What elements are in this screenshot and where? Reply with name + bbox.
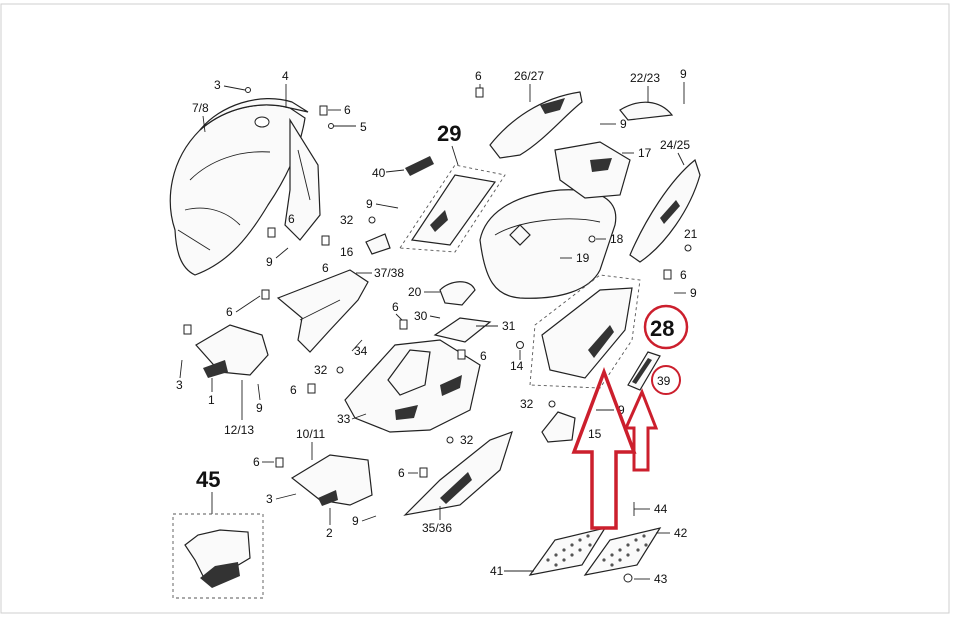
callout-6g: 6 [392, 300, 399, 314]
callout-31: 31 [502, 319, 516, 333]
diagram-border [0, 3, 950, 614]
floor-mat-45-part: 45 [172, 467, 264, 599]
callout-34: 34 [354, 344, 368, 358]
floor-body-part [344, 281, 492, 433]
callout-6j: 6 [253, 455, 260, 469]
callout-6f: 6 [680, 268, 687, 282]
callout-group-rail: 28 39 14 [510, 304, 689, 395]
callout-32d: 32 [460, 433, 474, 447]
callout-group-front: 3 4 7/8 6 5 6 9 6 [192, 69, 367, 275]
callout-17: 17 [638, 146, 652, 160]
callout-15: 15 [588, 427, 602, 441]
callout-6k: 6 [398, 466, 405, 480]
callout-39: 39 [657, 374, 671, 388]
callout-43: 43 [654, 572, 668, 586]
callout-group-floor: 20 6 30 31 34 6 32 6 33 32 [290, 285, 516, 447]
callout-6d: 6 [226, 305, 233, 319]
tail-cover-part [619, 101, 701, 263]
callout-44: 44 [654, 502, 668, 516]
callout-45: 45 [196, 467, 220, 492]
callout-6b: 6 [288, 212, 295, 226]
callout-group-29: 29 40 9 32 16 37/38 [340, 121, 461, 280]
callout-42: 42 [674, 526, 688, 540]
callout-12-13: 12/13 [224, 423, 254, 437]
floor-side-rail-part [529, 274, 661, 391]
callout-1: 1 [208, 393, 215, 407]
callout-16: 16 [340, 245, 354, 259]
callout-40: 40 [372, 166, 386, 180]
callout-9a: 9 [266, 255, 273, 269]
callout-14: 14 [510, 359, 524, 373]
callout-10-11: 10/11 [296, 427, 325, 441]
callout-6h: 6 [480, 349, 487, 363]
storage-box-part [479, 91, 631, 299]
highlight-arrow-small [623, 388, 659, 472]
callout-32c: 32 [520, 397, 534, 411]
callout-6c: 6 [322, 261, 329, 275]
callout-29: 29 [437, 121, 461, 146]
highlight-circle-39 [651, 365, 681, 395]
callout-18: 18 [610, 232, 624, 246]
callout-group-lower-front: 10/11 6 3 2 9 [253, 427, 377, 540]
callout-33: 33 [337, 412, 351, 426]
callout-9e: 9 [366, 197, 373, 211]
lower-front-part [275, 454, 373, 506]
callout-6a: 6 [344, 103, 351, 117]
callout-4: 4 [282, 69, 289, 83]
callout-26-27: 26/27 [514, 69, 544, 83]
lower-rear-panel-part [403, 431, 513, 516]
highlight-circle-28 [643, 304, 689, 350]
callout-group-rear-panel: 6 35/36 [398, 466, 452, 535]
callout-group-storage: 6 26/27 9 17 18 19 [475, 69, 652, 265]
callout-3b: 3 [176, 378, 183, 392]
callout-6i: 6 [290, 383, 297, 397]
callout-3a: 3 [214, 78, 221, 92]
callout-7-8: 7/8 [192, 101, 209, 115]
callout-35-36: 35/36 [422, 521, 452, 535]
callout-9c: 9 [620, 117, 627, 131]
inner-panel-part [276, 269, 369, 353]
callout-24-25: 24/25 [660, 138, 690, 152]
callout-22-23: 22/23 [630, 71, 660, 85]
callout-21: 21 [684, 227, 698, 241]
callout-37-38: 37/38 [374, 266, 404, 280]
callout-32a: 32 [340, 213, 354, 227]
callout-32b: 32 [314, 363, 328, 377]
callout-3c: 3 [266, 492, 273, 506]
callout-30: 30 [414, 309, 428, 323]
callout-9f: 9 [690, 286, 697, 300]
bracket-15-part [541, 411, 576, 443]
highlight-arrow-large [571, 367, 637, 530]
front-shield-part [169, 98, 321, 276]
callout-9b: 9 [256, 401, 263, 415]
callout-6e: 6 [475, 69, 482, 83]
callout-group-15: 32 9 15 [520, 397, 625, 441]
callout-9g: 9 [618, 403, 625, 417]
callout-20: 20 [408, 285, 422, 299]
callout-2: 2 [326, 526, 333, 540]
callout-group-tail: 22/23 9 24/25 21 6 9 [630, 67, 698, 300]
callout-group-left-panel: 6 3 1 9 12/13 [176, 295, 263, 437]
callout-group-footboard: 44 42 41 43 [490, 502, 688, 586]
callout-9d: 9 [680, 67, 687, 81]
callout-41: 41 [490, 564, 504, 578]
callout-5: 5 [360, 120, 367, 134]
lower-left-panel-part [183, 289, 270, 378]
side-panel-29-part [399, 156, 506, 253]
callout-19: 19 [576, 251, 590, 265]
callout-9h: 9 [352, 514, 359, 528]
callout-28: 28 [650, 316, 674, 341]
